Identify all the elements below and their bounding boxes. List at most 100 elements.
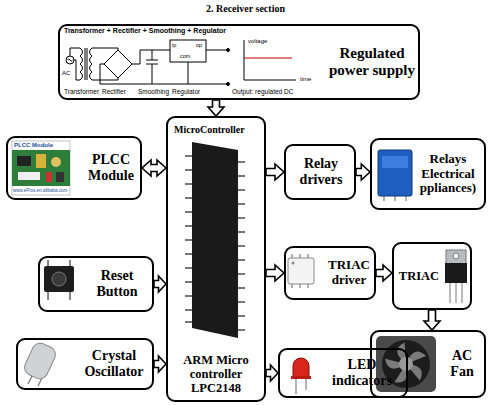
schematic-label: Transformer — [64, 88, 99, 95]
schematic-label: ip — [172, 42, 176, 48]
block-arrow — [266, 365, 278, 381]
block-box: Reset Button — [38, 256, 154, 312]
microcontroller-chip-part — [238, 162, 245, 330]
power-supply-schematic-part — [70, 48, 80, 80]
power-supply-schematic-part — [227, 49, 230, 52]
diagram-title: 2. Receiver section — [0, 3, 491, 15]
schematic-label: Output: regulated DC — [232, 88, 293, 95]
microcontroller-chip-part — [192, 142, 238, 338]
block-arrow — [424, 310, 440, 330]
triac-photo-part — [446, 250, 466, 264]
block-box: Relays Electrical ppliances) — [370, 138, 486, 210]
plcc-module-photo — [12, 141, 70, 195]
push-button-photo-part — [52, 272, 66, 286]
power-supply-schematic-part — [170, 40, 206, 62]
power-supply-schematic-part — [188, 62, 189, 84]
schematic-label: voltage — [248, 38, 267, 45]
plcc-module-photo-part — [46, 172, 52, 182]
block-label: ARM Micro controller LPC2148 — [168, 353, 264, 395]
plcc-module-photo-part — [17, 156, 31, 166]
fan-photo-part — [399, 357, 413, 371]
block-label: Crystal Oscillator — [76, 348, 152, 379]
optocoupler-photo-part — [288, 258, 314, 284]
plcc-module-photo-part — [18, 172, 40, 180]
power-supply-schematic-part — [244, 58, 292, 59]
schematic-label: Regulator — [172, 88, 200, 95]
plcc-module-photo-part — [36, 154, 46, 168]
schematic-label: time — [300, 76, 311, 83]
schematic-label: com — [180, 53, 190, 59]
block-box: TRIAC driver — [284, 246, 376, 300]
block-label: MicroController — [174, 124, 262, 135]
plcc-module-photo-part — [12, 150, 70, 186]
power-supply-schematic-part — [80, 48, 83, 80]
schematic-label: Rectifier — [102, 88, 126, 95]
block-label: Relay drivers — [288, 156, 354, 187]
microcontroller-chip — [185, 142, 245, 338]
block-label: TRIAC — [396, 269, 442, 283]
block-label: Reset Button — [82, 268, 152, 299]
schematic-label: Smoothing — [138, 88, 169, 95]
plcc-module-photo-part — [12, 141, 70, 195]
relay-photo — [378, 150, 412, 201]
block-arrow — [376, 265, 392, 281]
block-arrow — [208, 100, 224, 116]
block-box: MicroControllerARM Micro controller LPC2… — [166, 116, 266, 402]
power-supply-schematic-part — [104, 50, 132, 78]
power-supply-schematic-part — [206, 50, 228, 51]
plcc-module-photo-part — [56, 172, 64, 182]
block-box: Relay drivers — [284, 144, 356, 200]
crystal-photo — [22, 341, 58, 386]
triac-photo-part — [453, 253, 459, 259]
power-supply-schematic-part — [90, 48, 93, 80]
crystal-photo-part — [22, 341, 58, 382]
power-supply-schematic-part — [244, 40, 296, 80]
block-label: PLCC Module — [80, 152, 142, 183]
power-supply-schematic-part — [68, 59, 73, 62]
block-label: Relays Electrical ppliances) — [414, 152, 482, 196]
microcontroller-chip-part — [185, 156, 192, 322]
block-arrow — [266, 265, 284, 281]
push-button-photo-part — [44, 266, 74, 292]
block-label: TRIAC driver — [322, 258, 376, 287]
power-supply-schematic-part — [146, 50, 158, 84]
relay-photo-part — [384, 196, 406, 201]
push-button-photo — [44, 260, 74, 300]
block-box: LED indicators — [278, 348, 408, 398]
plcc-module-photo-part — [51, 157, 61, 167]
schematic-label: PLCC Module — [14, 142, 53, 149]
schematic-label: op — [196, 42, 202, 48]
power-supply-schematic-part — [132, 50, 170, 64]
optocoupler-photo — [288, 254, 314, 288]
block-arrow — [154, 356, 166, 372]
power-supply-schematic-part — [227, 83, 230, 86]
block-arrow — [356, 164, 370, 180]
power-supply-schematic-part — [100, 64, 228, 84]
power-supply-schematic-part — [66, 56, 74, 64]
power-supply-schematic-part — [85, 48, 87, 80]
triac-photo-part — [445, 263, 467, 283]
block-arrow — [266, 164, 284, 180]
schematic-label: AC — [62, 70, 70, 77]
optocoupler-photo-part — [292, 262, 295, 265]
schematic-label: www.ePros.en.alibaba.com — [13, 188, 67, 193]
led-photo-part — [296, 378, 306, 394]
relay-photo-part — [378, 150, 412, 196]
power-supply-schematic-part — [92, 48, 118, 80]
block-box: TRIAC — [392, 242, 472, 310]
led-photo-part — [293, 358, 309, 378]
led-photo-part — [291, 376, 311, 379]
schematic-label: Transformer + Rectifier + Smoothing + Re… — [64, 27, 226, 35]
relay-photo-part — [382, 156, 408, 168]
block-label: AC Fan — [442, 348, 482, 379]
block-label: LED indicators — [320, 357, 404, 388]
triac-photo — [445, 250, 467, 303]
block-label: Regulated power supply — [326, 45, 418, 79]
block-box: Crystal Oscillator — [16, 338, 154, 390]
block-arrow — [154, 276, 166, 292]
block-arrow — [142, 160, 166, 176]
power-supply-schematic — [66, 40, 296, 86]
